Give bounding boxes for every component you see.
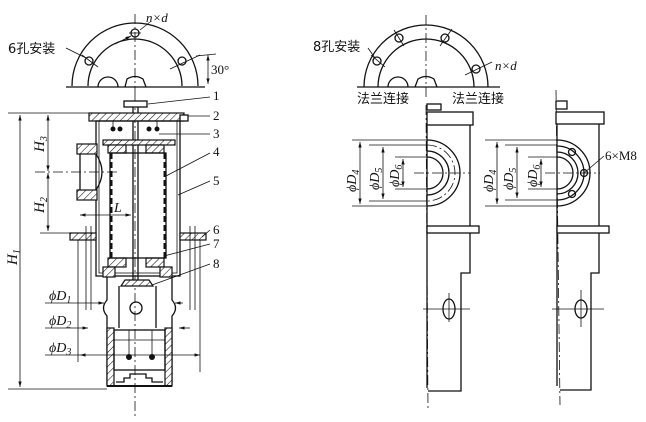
left-dimensions	[8, 112, 201, 390]
dim-H3: H3	[32, 136, 50, 153]
mount-6-hole-label: 6孔安装	[8, 42, 55, 57]
dim-D1: ϕD1	[49, 289, 71, 306]
dim-D6: ϕD6	[388, 165, 405, 187]
part-number: 8	[213, 256, 220, 271]
part-number: 3	[213, 126, 220, 141]
dim-D5: ϕD5	[502, 168, 519, 190]
housing-side-view-b	[485, 89, 610, 406]
mount-8-hole-label: 8孔安装	[313, 40, 360, 55]
dim-D3: ϕD3	[49, 341, 71, 358]
flange-connection-label: 法兰连接	[452, 91, 504, 107]
left-view: 6孔安装 n×d 30°	[5, 10, 229, 418]
hole-spec-label: n×d	[146, 10, 168, 25]
flange-hole	[129, 28, 141, 38]
dim-D4: ϕD4	[345, 170, 362, 192]
left-flange-top-view	[65, 14, 217, 95]
dim-D2: ϕD2	[49, 314, 71, 331]
filter-body-section	[35, 95, 211, 418]
housing-side-view-a	[352, 103, 480, 411]
part-number: 2	[213, 108, 220, 123]
right-view: 8孔安装 n×d 法兰连接 法兰连接	[313, 15, 637, 411]
dim-H2: H2	[32, 197, 50, 214]
part-number: 5	[213, 173, 220, 188]
part-number: 7	[213, 236, 220, 251]
flange-hole	[464, 61, 493, 76]
hole-spec-label: n×d	[495, 58, 517, 73]
flange-hole	[169, 54, 201, 70]
flange-connection-label: 法兰连接	[357, 91, 409, 107]
thread-spec-label: 6×M8	[605, 148, 637, 163]
dim-D5: ϕD5	[368, 168, 385, 190]
dim-D6: ϕD6	[526, 165, 543, 187]
dim-H1: H1	[5, 249, 23, 266]
dim-L: L	[113, 201, 122, 216]
part-number: 6	[213, 222, 220, 237]
right-flange-top-view	[357, 15, 500, 100]
flange-hole	[439, 28, 453, 47]
flange-hole	[393, 29, 405, 47]
dim-D4: ϕD4	[482, 170, 499, 192]
angle-label: 30°	[211, 62, 229, 77]
part-number: 4	[213, 144, 220, 159]
part-number: 1	[213, 88, 220, 103]
flange-hole	[370, 54, 386, 68]
